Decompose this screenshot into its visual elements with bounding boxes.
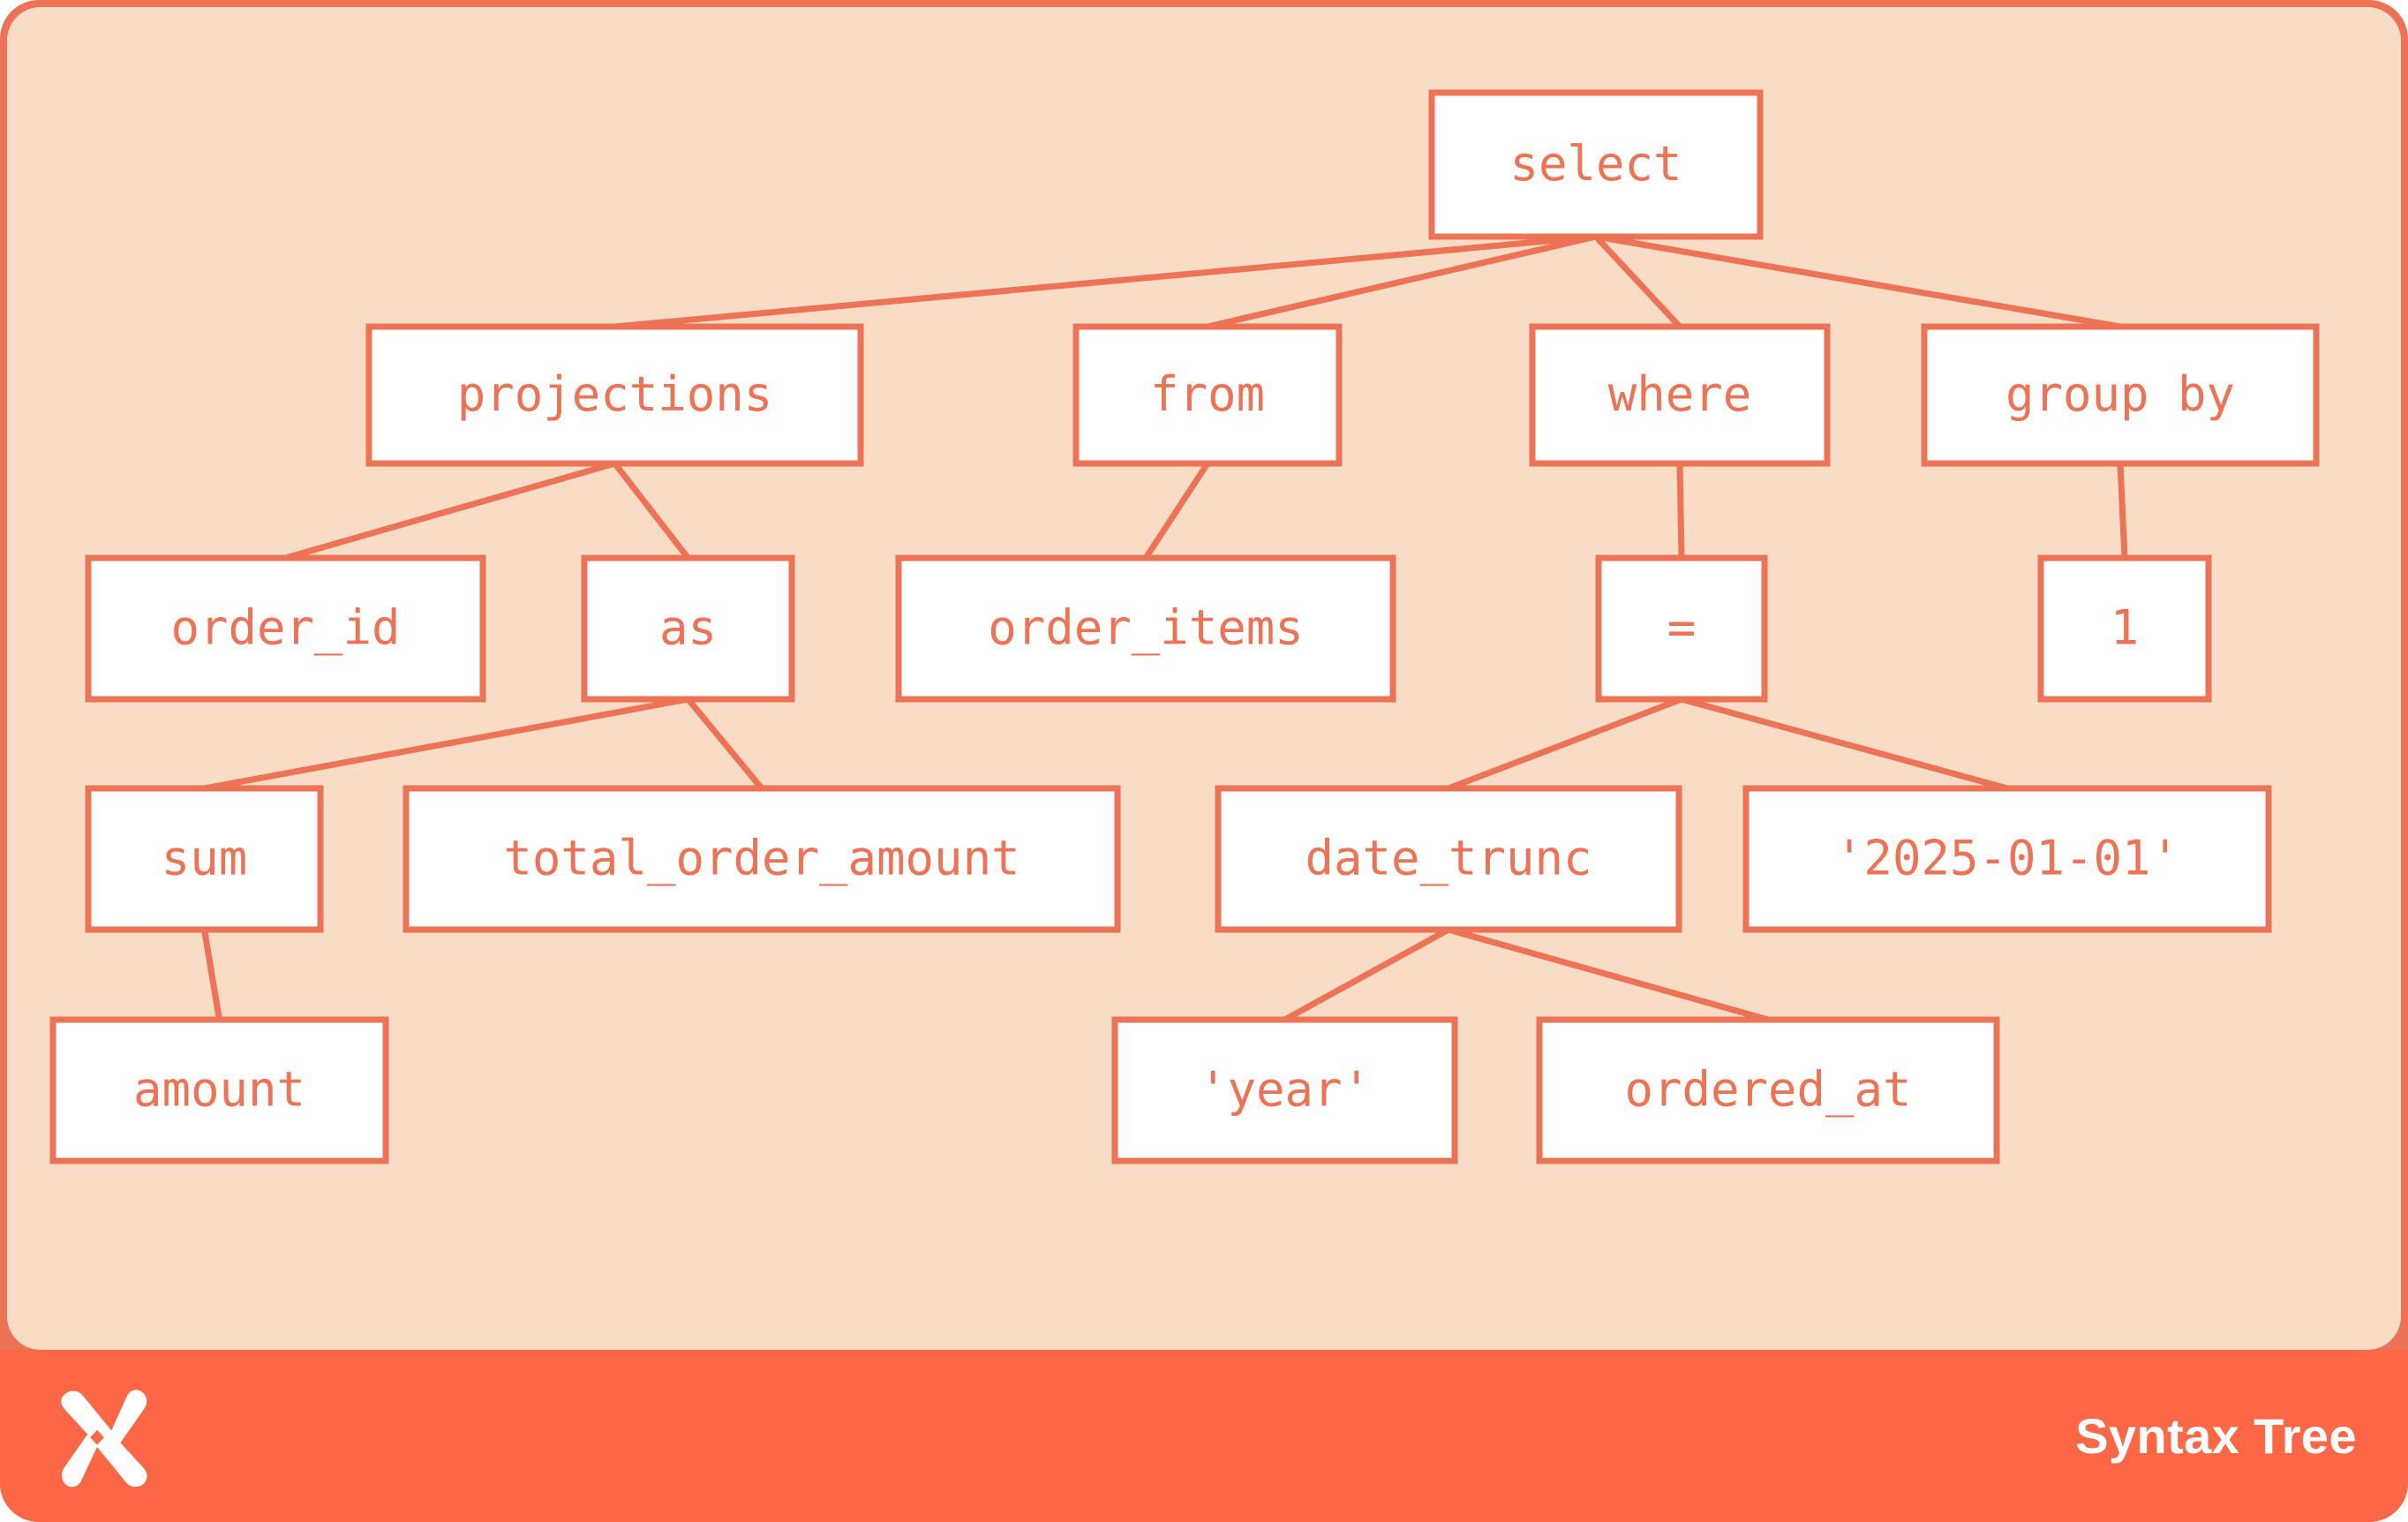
tree-node-label: group by xyxy=(2005,366,2235,422)
tree-node-date_trunc[interactable]: date_trunc xyxy=(1215,785,1682,933)
tree-node-box xyxy=(403,785,1121,933)
tree-node-label: 1 xyxy=(2111,600,2140,656)
tree-node-ordered_at[interactable]: ordered_at xyxy=(1536,1016,2000,1164)
kestra-x-logo-glyph xyxy=(61,1389,147,1487)
tree-node-box xyxy=(1529,323,1831,467)
tree-node-box xyxy=(1428,89,1764,240)
tree-edge xyxy=(201,929,222,1021)
tree-node-order_items[interactable]: order_items xyxy=(895,554,1396,703)
diagram-canvas: select projections from where group by order_… xyxy=(7,7,2401,1350)
tree-node-box xyxy=(1111,1016,1458,1164)
tree-node-where[interactable]: where xyxy=(1529,323,1831,467)
tree-node-group_by[interactable]: group by xyxy=(1921,323,2320,467)
tree-node-box xyxy=(1072,323,1343,467)
tree-node-box xyxy=(1742,785,2272,933)
tree-edge xyxy=(1448,926,1769,1023)
tree-node-as[interactable]: as xyxy=(581,554,795,703)
tree-edge xyxy=(2117,463,2128,559)
tree-node-box xyxy=(1921,323,2320,467)
tree-node-box xyxy=(49,1016,389,1164)
tree-node-box xyxy=(1536,1016,2000,1164)
tree-node-label: sum xyxy=(162,831,248,886)
tree-node-box xyxy=(581,554,795,703)
tree-node-label: date_trunc xyxy=(1305,831,1592,886)
tree-edge xyxy=(614,233,1597,330)
tree-edge xyxy=(1283,926,1450,1023)
tree-node-label: order_items xyxy=(988,600,1304,656)
tree-node-label: projections xyxy=(457,366,773,422)
tree-node-from[interactable]: from xyxy=(1072,323,1343,467)
tree-node-date_literal[interactable]: '2025-01-01' xyxy=(1742,785,2272,933)
tree-node-sum[interactable]: sum xyxy=(85,785,324,933)
tree-node-select[interactable]: select xyxy=(1428,89,1764,240)
tree-node-box xyxy=(1215,785,1682,933)
edges-layer xyxy=(201,233,2128,1023)
tree-node-box xyxy=(85,785,324,933)
tree-edge xyxy=(1676,463,1685,559)
tree-node-eq[interactable]: = xyxy=(1595,554,1768,703)
tree-node-label: = xyxy=(1667,600,1697,656)
tree-node-label: order_id xyxy=(170,600,400,656)
tree-edge xyxy=(1447,696,1683,792)
tree-node-one[interactable]: 1 xyxy=(2037,554,2212,703)
syntax-tree-graph: select projections from where group by order_… xyxy=(49,89,2320,1164)
tree-node-label: total_order_amount xyxy=(503,831,1020,886)
tree-node-box xyxy=(2037,554,2212,703)
tree-node-label: where xyxy=(1608,366,1752,422)
tree-node-order_id[interactable]: order_id xyxy=(85,554,486,703)
tree-node-label: amount xyxy=(133,1062,305,1118)
kestra-x-logo-icon xyxy=(44,1383,150,1489)
nodes-layer: select projections from where group by order_… xyxy=(49,89,2320,1164)
tree-node-label: '2025-01-01' xyxy=(1835,831,2179,886)
tree-edge xyxy=(1207,233,1597,330)
tree-node-amount[interactable]: amount xyxy=(49,1016,389,1164)
tree-node-year_literal[interactable]: 'year' xyxy=(1111,1016,1458,1164)
footer-bar: Syntax Tree xyxy=(0,1350,2408,1522)
tree-node-box xyxy=(85,554,486,703)
tree-node-box xyxy=(895,554,1396,703)
tree-edge xyxy=(1593,234,1682,329)
tree-node-label: 'year' xyxy=(1199,1062,1371,1118)
tree-node-projections[interactable]: projections xyxy=(365,323,864,467)
tree-edge xyxy=(1143,462,1210,560)
tree-node-label: as xyxy=(659,600,717,656)
tree-node-box xyxy=(365,323,864,467)
tree-edge xyxy=(284,460,616,561)
tree-edge xyxy=(612,461,691,561)
tree-node-label: select xyxy=(1509,136,1682,192)
tree-edge xyxy=(1595,233,2121,330)
tree-edge xyxy=(685,697,764,791)
tree-node-label: from xyxy=(1150,366,1265,422)
tree-edge xyxy=(1681,696,2008,792)
tree-node-label: ordered_at xyxy=(1624,1062,1911,1118)
tree-edge xyxy=(203,696,689,792)
footer-title: Syntax Tree xyxy=(2075,1408,2357,1464)
tree-node-box xyxy=(1595,554,1768,703)
tree-node-total_order_amount[interactable]: total_order_amount xyxy=(403,785,1121,933)
